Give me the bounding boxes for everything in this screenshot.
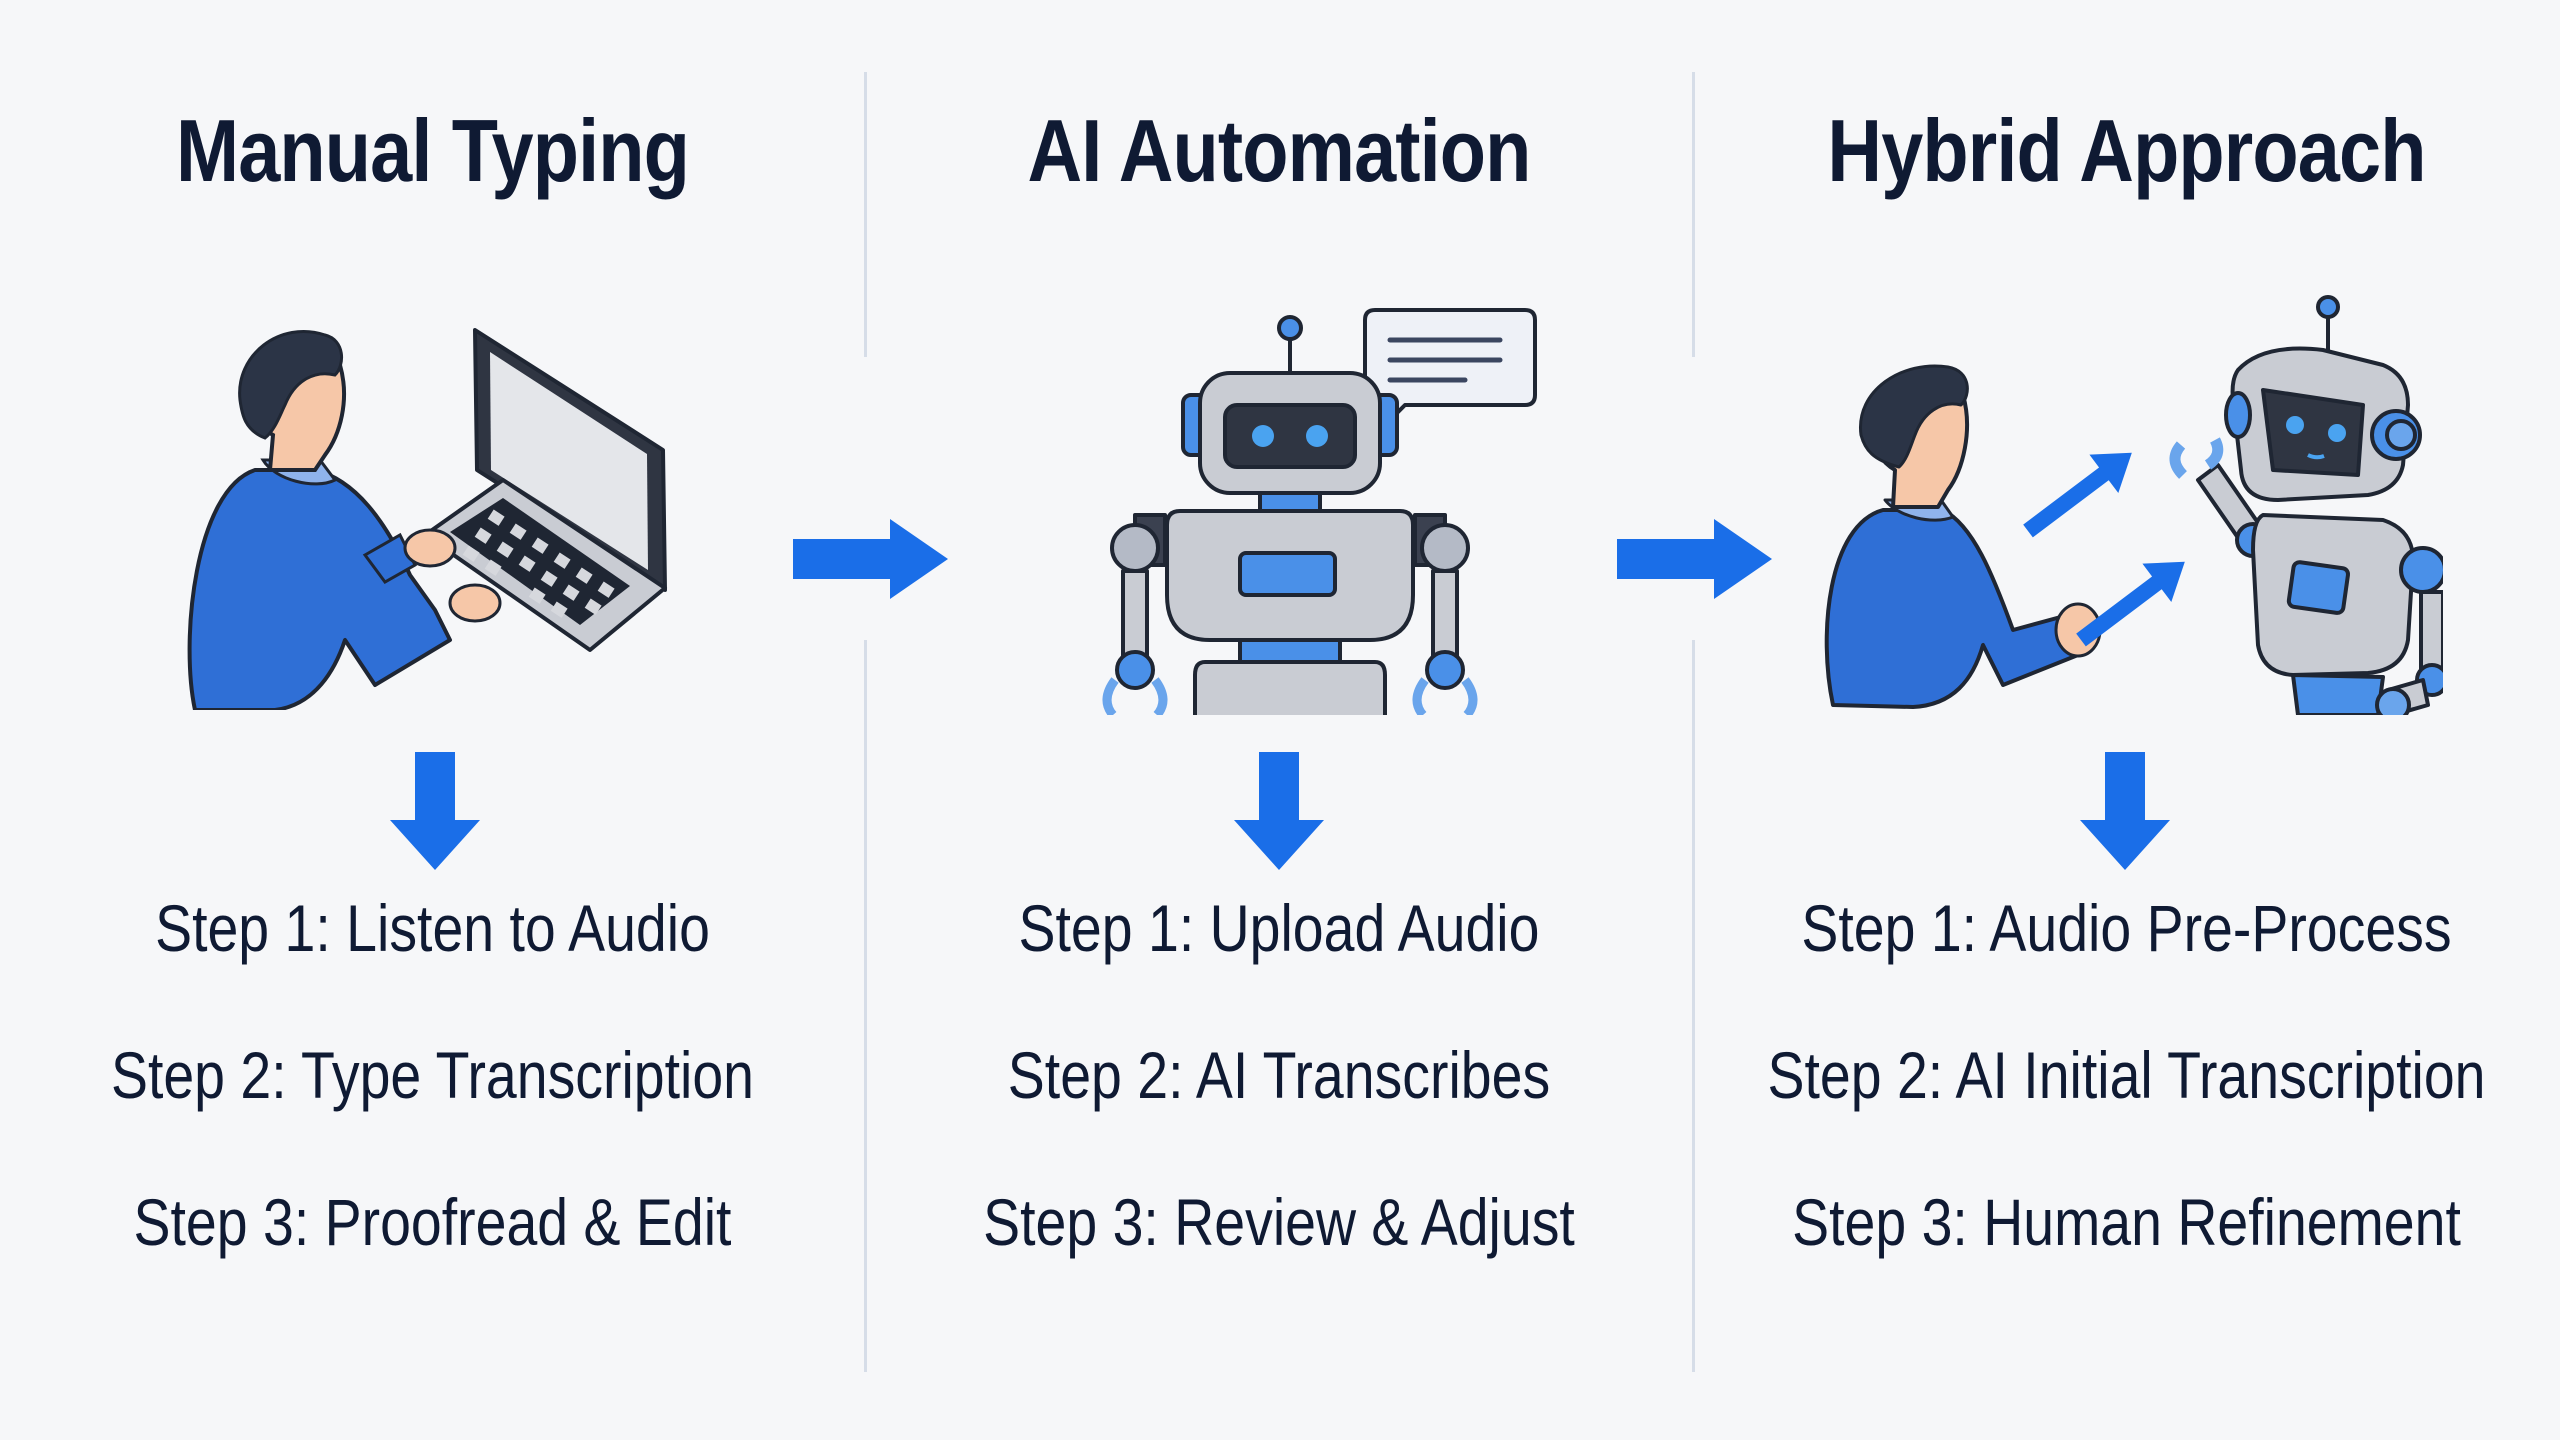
step-item: Step 2: AI Transcribes [1007,1038,1551,1112]
hybrid-illustration [1824,295,2443,715]
column-divider [1692,72,1695,357]
down-arrow-icon [1234,752,1324,870]
robot-illustration [1102,308,1537,715]
step-item: Step 3: Human Refinement [1792,1185,2461,1259]
person-icon [1824,364,2102,709]
column-divider [864,640,867,1372]
down-arrow-icon [2080,752,2170,870]
step-list: Step 1: Listen to Audio Step 2: Type Tra… [0,895,865,1336]
step-item: Step 1: Upload Audio [1018,891,1540,965]
column-manual-typing: Manual Typing [0,0,865,1440]
right-arrow-icon [1617,519,1772,599]
keyboard-icon [423,478,667,652]
right-arrow-icon [793,519,948,599]
robot-icon [1102,315,1478,715]
column-ai-automation: AI Automation [865,0,1693,1440]
step-item: Step 3: Proofread & Edit [133,1185,732,1259]
person-icon [187,329,502,710]
column-divider [864,72,867,357]
transfer-arrow-icon [2023,452,2185,647]
robot-icon [2169,295,2443,715]
person-typing-illustration [187,328,667,710]
column-title: AI Automation [1027,101,1531,200]
column-title: Hybrid Approach [1827,101,2426,200]
column-hybrid-approach: Hybrid Approach [1693,0,2560,1440]
step-item: Step 2: AI Initial Transcription [1767,1038,2486,1112]
step-item: Step 2: Type Transcription [110,1038,755,1112]
step-item: Step 1: Listen to Audio [155,891,710,965]
step-item: Step 1: Audio Pre-Process [1801,891,2452,965]
column-divider [1692,640,1695,1372]
down-arrow-icon [390,752,480,870]
step-list: Step 1: Audio Pre-Process Step 2: AI Ini… [1693,895,2560,1336]
step-list: Step 1: Upload Audio Step 2: AI Transcri… [865,895,1693,1336]
step-item: Step 3: Review & Adjust [983,1185,1575,1259]
column-title: Manual Typing [176,101,690,200]
